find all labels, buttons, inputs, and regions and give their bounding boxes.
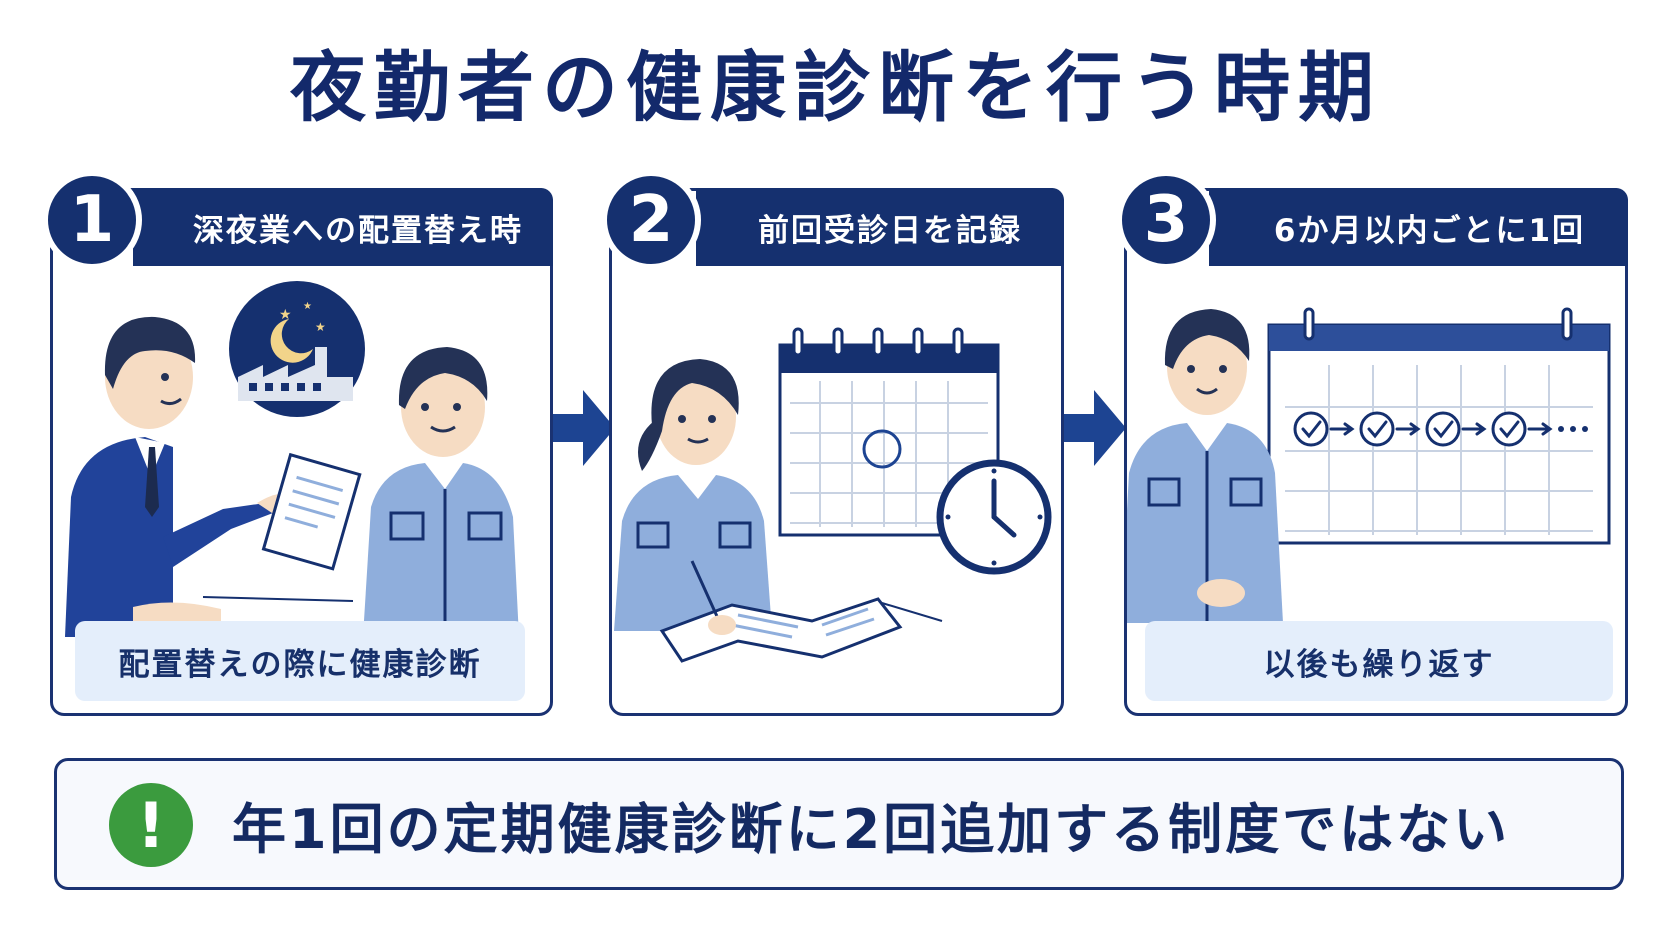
recurring-calendar-icon xyxy=(1267,307,1611,545)
step-3-panel: 6か月以内ごとに1回 xyxy=(1124,188,1628,716)
step-2-header: 前回受診日を記録 xyxy=(696,188,1064,266)
warning-note: ! 年1回の定期健康診断に2回追加する制度ではない xyxy=(54,758,1624,890)
step-1-header: 深夜業への配置替え時 xyxy=(133,188,553,266)
step-2-illustration xyxy=(614,327,1052,663)
calendar-icon xyxy=(778,327,1000,537)
step-1-number-badge: 1 xyxy=(42,170,142,270)
notebook-icon xyxy=(659,560,943,663)
step-2-number-badge: 2 xyxy=(601,170,701,270)
document-icon xyxy=(261,452,362,571)
step-1-caption: 配置替えの際に健康診断 xyxy=(75,621,525,701)
worker-figure xyxy=(363,347,519,637)
step-3-header: 6か月以内ごとに1回 xyxy=(1209,188,1628,266)
step-2-panel: 前回受診日を記録 xyxy=(609,188,1064,716)
manager-figure xyxy=(65,316,293,637)
step-3-number-badge: 3 xyxy=(1116,170,1216,270)
clock-icon xyxy=(936,459,1052,575)
night-factory-icon: ★ ★ ★ xyxy=(229,281,365,417)
flow-arrow-1 xyxy=(553,390,615,466)
page-title: 夜勤者の健康診断を行う時期 xyxy=(290,43,1382,132)
svg-text:★: ★ xyxy=(315,320,326,334)
exclamation-icon: ! xyxy=(109,783,193,867)
step-3-illustration xyxy=(1127,307,1611,623)
flow-arrow-2 xyxy=(1064,390,1126,466)
warning-note-text: 年1回の定期健康診断に2回追加する制度ではない xyxy=(232,797,1511,861)
step-1-panel: 深夜業への配置替え時 ★ ★ ★ xyxy=(50,188,553,716)
worker-writing-figure xyxy=(614,359,772,631)
step-1-illustration: ★ ★ ★ xyxy=(65,281,519,637)
svg-text:★: ★ xyxy=(279,307,292,323)
svg-text:★: ★ xyxy=(303,301,312,312)
worker-figure xyxy=(1127,309,1283,623)
step-3-caption: 以後も繰り返す xyxy=(1145,621,1613,701)
